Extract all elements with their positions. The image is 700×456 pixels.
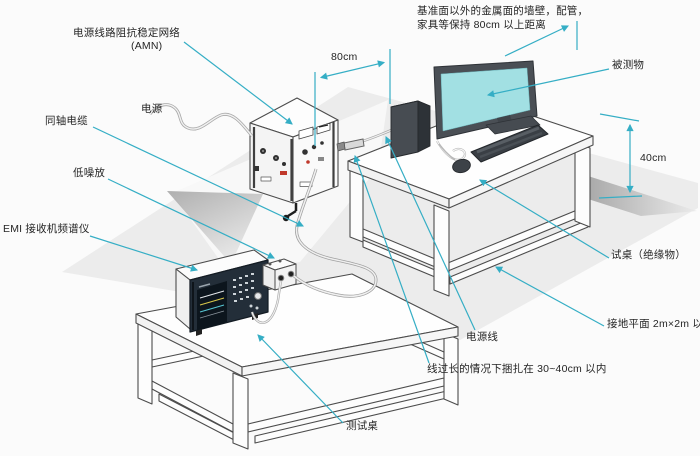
measurement-table	[135, 273, 459, 450]
label-amn-line2: (AMN)	[131, 40, 163, 52]
label-power-line: 电源线	[466, 331, 499, 343]
label-wall-note-line1: 基准面以外的金属面的墙壁，配管，	[417, 5, 589, 17]
pc-monitor	[433, 60, 541, 140]
pc-cables	[436, 140, 467, 161]
table-shadow-right	[588, 176, 697, 216]
monitor-stand	[485, 115, 541, 135]
eut-pc	[390, 60, 549, 174]
lna-jumper-cable	[250, 280, 283, 324]
label-lna: 低噪放	[73, 167, 106, 179]
amn-controls	[254, 141, 324, 187]
leader-ground-plane	[495, 266, 605, 327]
pc-mouse	[452, 158, 471, 174]
label-eut: 被测物	[612, 59, 645, 71]
leader-power-line	[385, 136, 476, 331]
pc-keyboard	[470, 124, 549, 163]
leader-measure-table	[257, 334, 344, 424]
label-dim-80cm: 80cm	[331, 51, 358, 63]
power-cord	[148, 103, 254, 137]
leader-bundle-note	[353, 154, 430, 364]
label-test-table: 试桌（绝缘物）	[611, 249, 686, 261]
receiver-traces	[198, 283, 225, 319]
label-coax: 同轴电缆	[45, 115, 88, 127]
label-wall-note-line2: 家具等保持 80cm 以上距离	[417, 19, 547, 31]
receiver-buttons	[233, 273, 254, 302]
label-amn-line1: 电源线路阻抗稳定网络	[73, 27, 180, 39]
label-ground-plane: 接地平面 2m×2m 以上	[607, 318, 700, 330]
leader-eut	[486, 68, 610, 98]
leader-test-table	[479, 179, 610, 259]
leader-coax	[92, 126, 304, 227]
leader-amn	[183, 41, 293, 125]
pc-tower	[390, 100, 431, 159]
floor-shadow-left	[167, 191, 263, 264]
leader-receiver	[89, 235, 199, 272]
leader-lines	[89, 25, 610, 424]
label-receiver: EMI 接收机频谱仪	[3, 223, 90, 235]
receiver-knob	[254, 292, 262, 300]
label-power: 电源	[141, 103, 163, 115]
label-bundle-note: 线过长的情况下捆扎在 30~40cm 以内	[427, 363, 607, 375]
label-amn: 电源线路阻抗稳定网络 (AMN)	[73, 27, 180, 53]
lna-box	[262, 258, 297, 291]
emi-receiver	[175, 249, 269, 336]
label-dim-40cm: 40cm	[640, 152, 667, 164]
label-wall-note: 基准面以外的金属面的墙壁，配管， 家具等保持 80cm 以上距离	[417, 4, 588, 32]
leader-wall-note	[504, 25, 569, 57]
leader-lna	[107, 178, 275, 259]
amn-displays	[298, 122, 331, 140]
monitor-screen	[440, 67, 531, 132]
amn-box	[249, 97, 339, 222]
eut-power-line	[336, 127, 395, 152]
cable-plug	[336, 141, 346, 152]
dimension-80cm	[314, 49, 391, 146]
receiver-screen	[197, 281, 227, 331]
label-measure-table: 测试桌	[346, 420, 379, 432]
amn-panel-rails	[252, 122, 335, 201]
dimension-40cm	[598, 113, 643, 199]
